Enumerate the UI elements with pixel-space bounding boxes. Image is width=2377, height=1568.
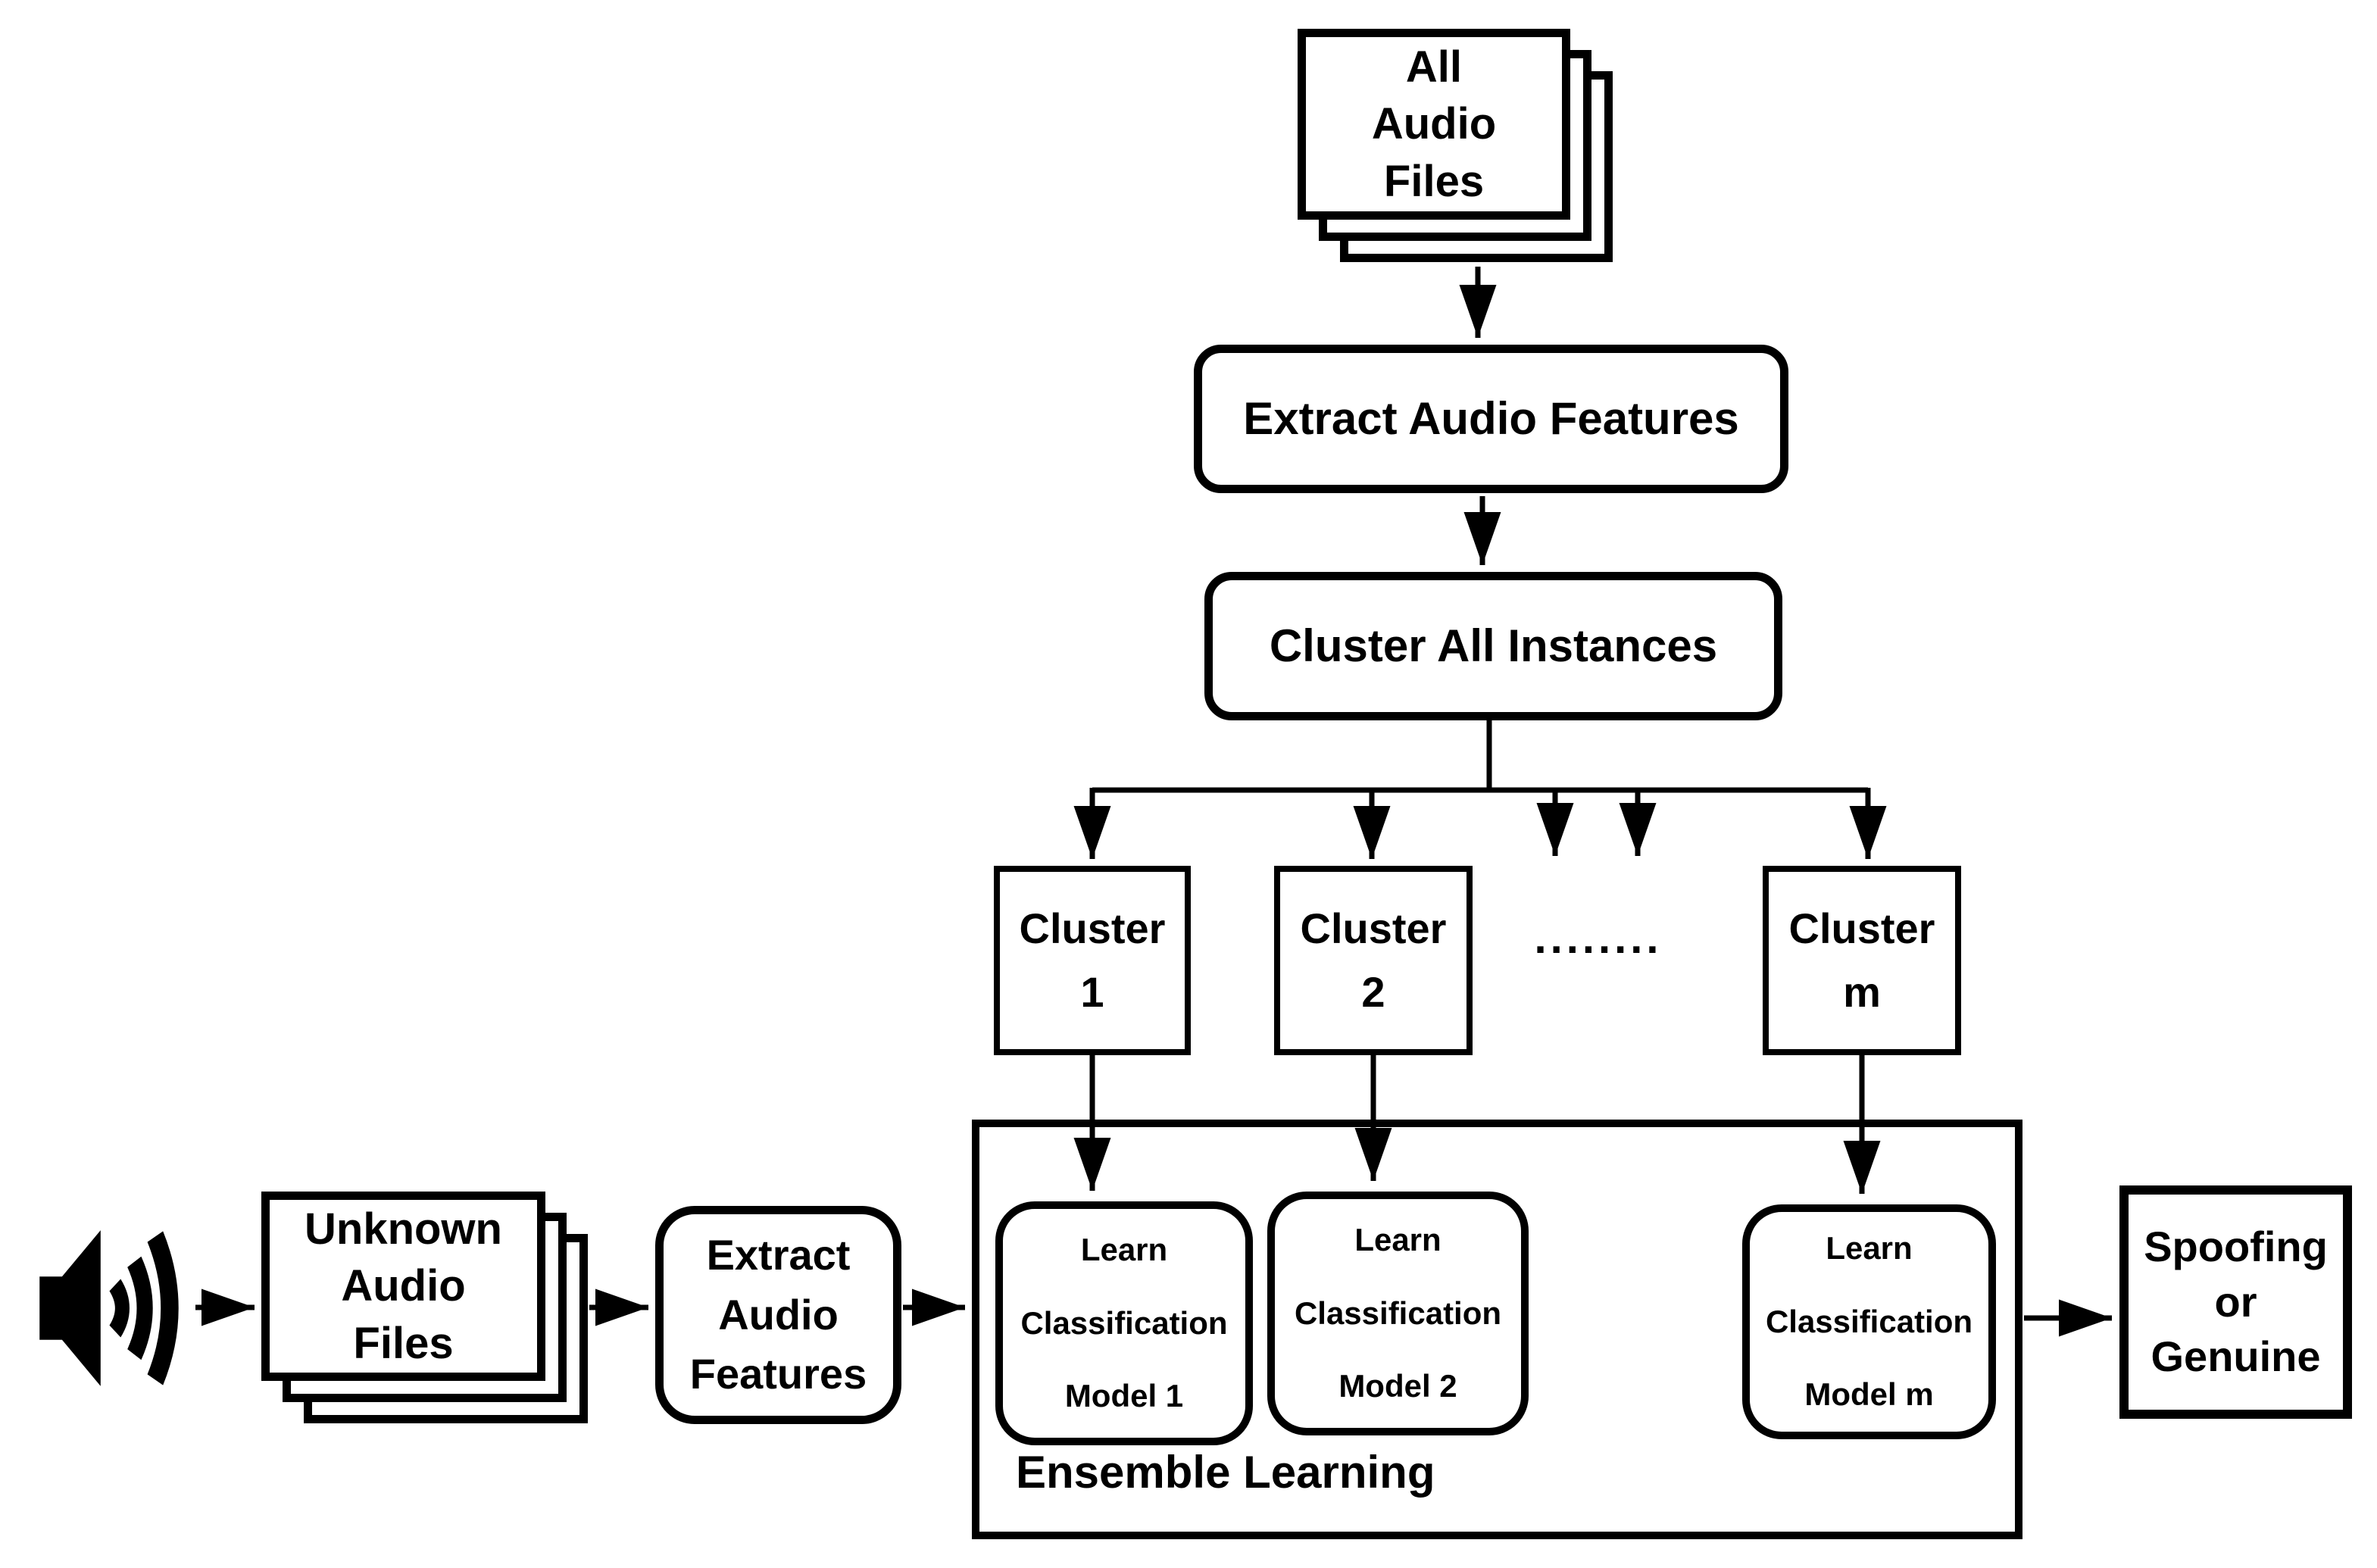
node-learn-classification-model-m: Learn Classification Model m xyxy=(1742,1204,1996,1439)
node-cluster-1: Cluster 1 xyxy=(994,866,1191,1055)
node-extract-audio-features-input: Extract Audio Features xyxy=(655,1206,901,1424)
node-cluster-all-instances: Cluster All Instances xyxy=(1204,572,1782,720)
branch-rail xyxy=(1092,720,1868,793)
node-cluster-m: Cluster m xyxy=(1763,866,1961,1055)
unknown-audio-files-label: Unknown Audio Files xyxy=(261,1192,545,1381)
node-learn-classification-model-1: Learn Classification Model 1 xyxy=(995,1201,1253,1445)
ensemble-learning-label: Ensemble Learning xyxy=(1016,1447,1435,1498)
node-learn-classification-model-2: Learn Classification Model 2 xyxy=(1267,1192,1529,1435)
cluster-ellipsis: ........ xyxy=(1534,914,1663,963)
all-audio-files-label: All Audio Files xyxy=(1298,29,1570,220)
node-cluster-2: Cluster 2 xyxy=(1274,866,1473,1055)
node-unknown-audio-files: Unknown Audio Files xyxy=(261,1192,636,1472)
node-all-audio-files: All Audio Files xyxy=(1298,29,1661,309)
ensemble-learning-box: Learn Classification Model 1 Learn Class… xyxy=(972,1120,2022,1539)
speaker-sound-icon xyxy=(39,1230,179,1386)
node-spoofing-or-genuine: Spoofing or Genuine xyxy=(2119,1185,2352,1419)
node-extract-audio-features-top: Extract Audio Features xyxy=(1194,345,1788,493)
